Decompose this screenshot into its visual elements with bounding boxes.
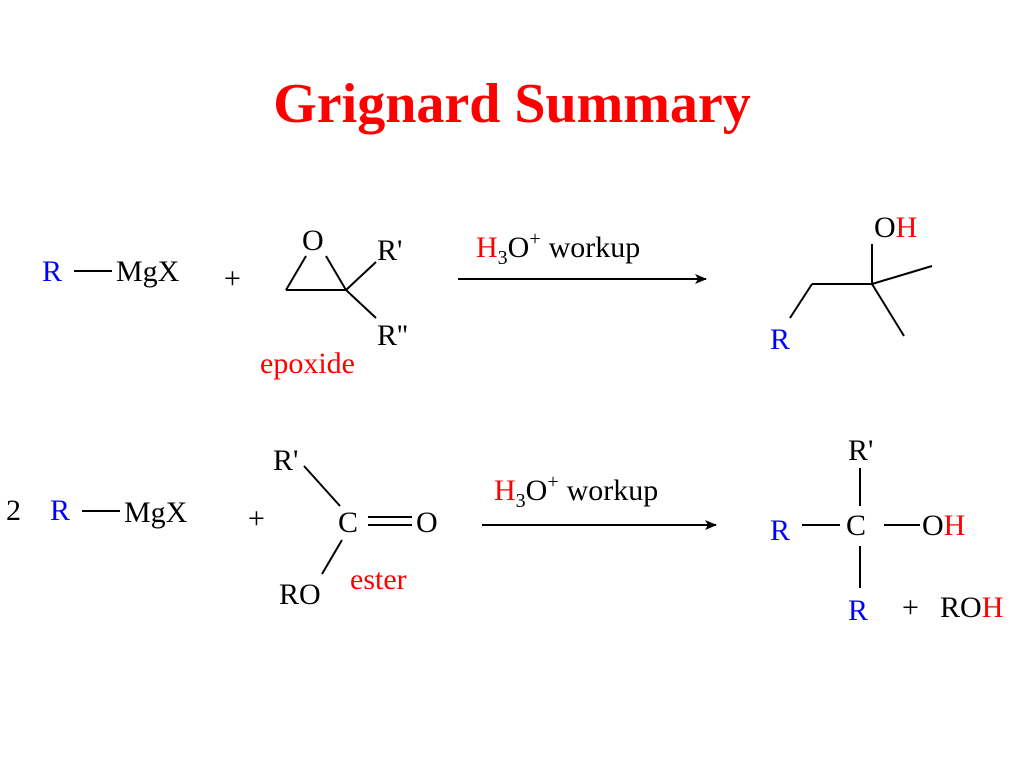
grignard-reagent-1: R MgX <box>42 255 180 288</box>
bond <box>285 255 307 291</box>
bond <box>345 261 377 291</box>
bond <box>345 289 377 319</box>
reaction-arrow-2: H3O+workup <box>482 471 717 530</box>
bond <box>321 539 343 575</box>
product-r-bottom: R <box>848 594 868 627</box>
product-oh: OH <box>874 211 917 244</box>
bond <box>325 255 347 291</box>
r-group: R <box>50 494 70 527</box>
product-oh: OH <box>922 509 965 542</box>
mgx-label: MgX <box>116 255 180 288</box>
byproduct-plus: + <box>902 591 919 624</box>
product-alcohol-2: R' R C OH R <box>770 434 965 627</box>
workup-label: H3O+workup <box>494 471 658 512</box>
epoxide-structure: O R' R'' epoxide <box>260 224 408 380</box>
epoxide-oxygen: O <box>302 224 324 257</box>
reaction-1: R MgX + O R' R'' epoxide H3O+workup <box>42 211 933 380</box>
bond <box>871 265 933 285</box>
plus-sign: + <box>248 502 265 535</box>
product-r-prime: R' <box>848 434 873 467</box>
product-alcohol-1: OH R <box>770 211 933 356</box>
product-carbon: C <box>846 509 866 542</box>
ester-r-prime: R' <box>273 444 298 477</box>
reaction-arrow-1: H3O+workup <box>458 228 707 284</box>
byproduct-roh: ROH <box>940 591 1003 624</box>
byproduct: + ROH <box>902 591 1003 624</box>
reaction-2: 2 R MgX + R' C O RO ester H3O+workup <box>6 434 1003 627</box>
product-r-left: R <box>770 514 790 547</box>
bond <box>871 283 905 337</box>
plus-sign: + <box>224 262 241 295</box>
ester-ro: RO <box>279 578 321 611</box>
mgx-label: MgX <box>124 496 188 529</box>
ester-label: ester <box>350 563 407 596</box>
coefficient: 2 <box>6 494 21 527</box>
epoxide-label: epoxide <box>260 347 355 380</box>
r-double-prime-label: R'' <box>377 319 408 352</box>
bond <box>789 283 813 319</box>
product-r-group: R <box>770 323 790 356</box>
ester-carbon: C <box>338 506 358 539</box>
bond <box>303 465 341 507</box>
workup-label: H3O+workup <box>476 228 640 269</box>
ester-structure: R' C O RO ester <box>273 444 438 611</box>
r-prime-label: R' <box>377 234 402 267</box>
grignard-reagent-2: R MgX <box>50 494 188 529</box>
r-group: R <box>42 255 62 288</box>
ester-carbonyl-oxygen: O <box>416 506 438 539</box>
page-title: Grignard Summary <box>273 73 751 135</box>
